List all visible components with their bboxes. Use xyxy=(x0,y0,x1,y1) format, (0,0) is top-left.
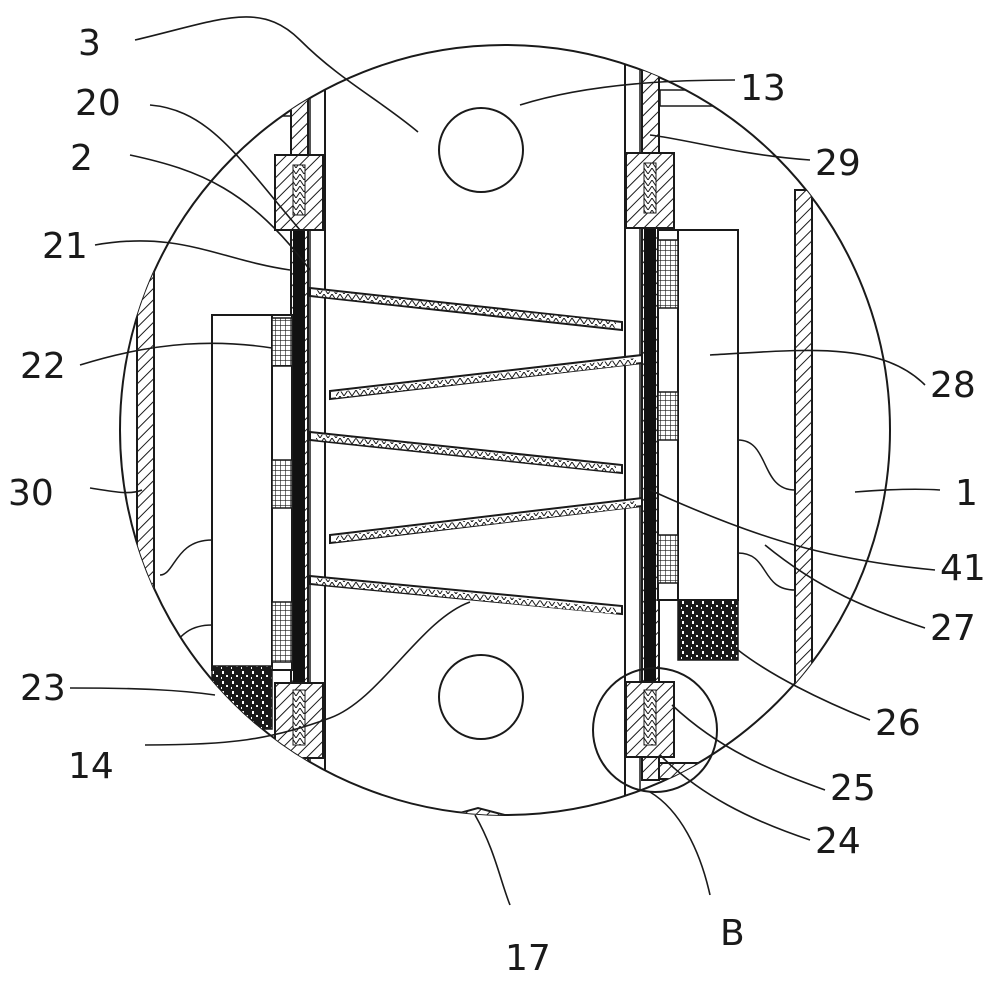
label-21: 21 xyxy=(42,226,88,267)
label-22: 22 xyxy=(20,346,66,387)
right-weight-block xyxy=(678,600,738,660)
label-2: 2 xyxy=(70,138,93,179)
right-magnet-3 xyxy=(658,535,678,583)
right-magnet-1 xyxy=(658,240,678,308)
label-28: 28 xyxy=(930,365,976,406)
detail-contents xyxy=(137,40,812,850)
left-rod xyxy=(293,215,305,755)
right-housing xyxy=(678,230,738,600)
top-hole xyxy=(439,108,523,192)
inclined-plates xyxy=(310,288,642,614)
left-housing xyxy=(212,315,272,670)
bottom-hole xyxy=(439,655,523,739)
left-magnet-3 xyxy=(272,602,292,662)
label-27: 27 xyxy=(930,608,976,649)
label-3: 3 xyxy=(78,23,101,64)
right-magnet-2 xyxy=(658,392,678,440)
label-1: 1 xyxy=(955,473,978,514)
label-25: 25 xyxy=(830,768,876,809)
label-B: B xyxy=(720,913,745,954)
label-20: 20 xyxy=(75,83,121,124)
label-24: 24 xyxy=(815,821,861,862)
label-41: 41 xyxy=(940,548,986,589)
right-outer-wall xyxy=(795,190,812,700)
left-magnet-1 xyxy=(272,318,292,366)
label-23: 23 xyxy=(20,668,66,709)
label-14: 14 xyxy=(68,746,114,787)
left-outer-wall xyxy=(137,200,154,700)
right-rod xyxy=(644,205,656,745)
left-floor-bracket xyxy=(205,763,291,779)
label-26: 26 xyxy=(875,703,921,744)
left-weight-block xyxy=(212,666,272,729)
label-29: 29 xyxy=(815,143,861,184)
label-17: 17 xyxy=(505,938,551,979)
label-30: 30 xyxy=(8,473,54,514)
label-13: 13 xyxy=(740,68,786,109)
left-magnet-2 xyxy=(272,460,292,508)
